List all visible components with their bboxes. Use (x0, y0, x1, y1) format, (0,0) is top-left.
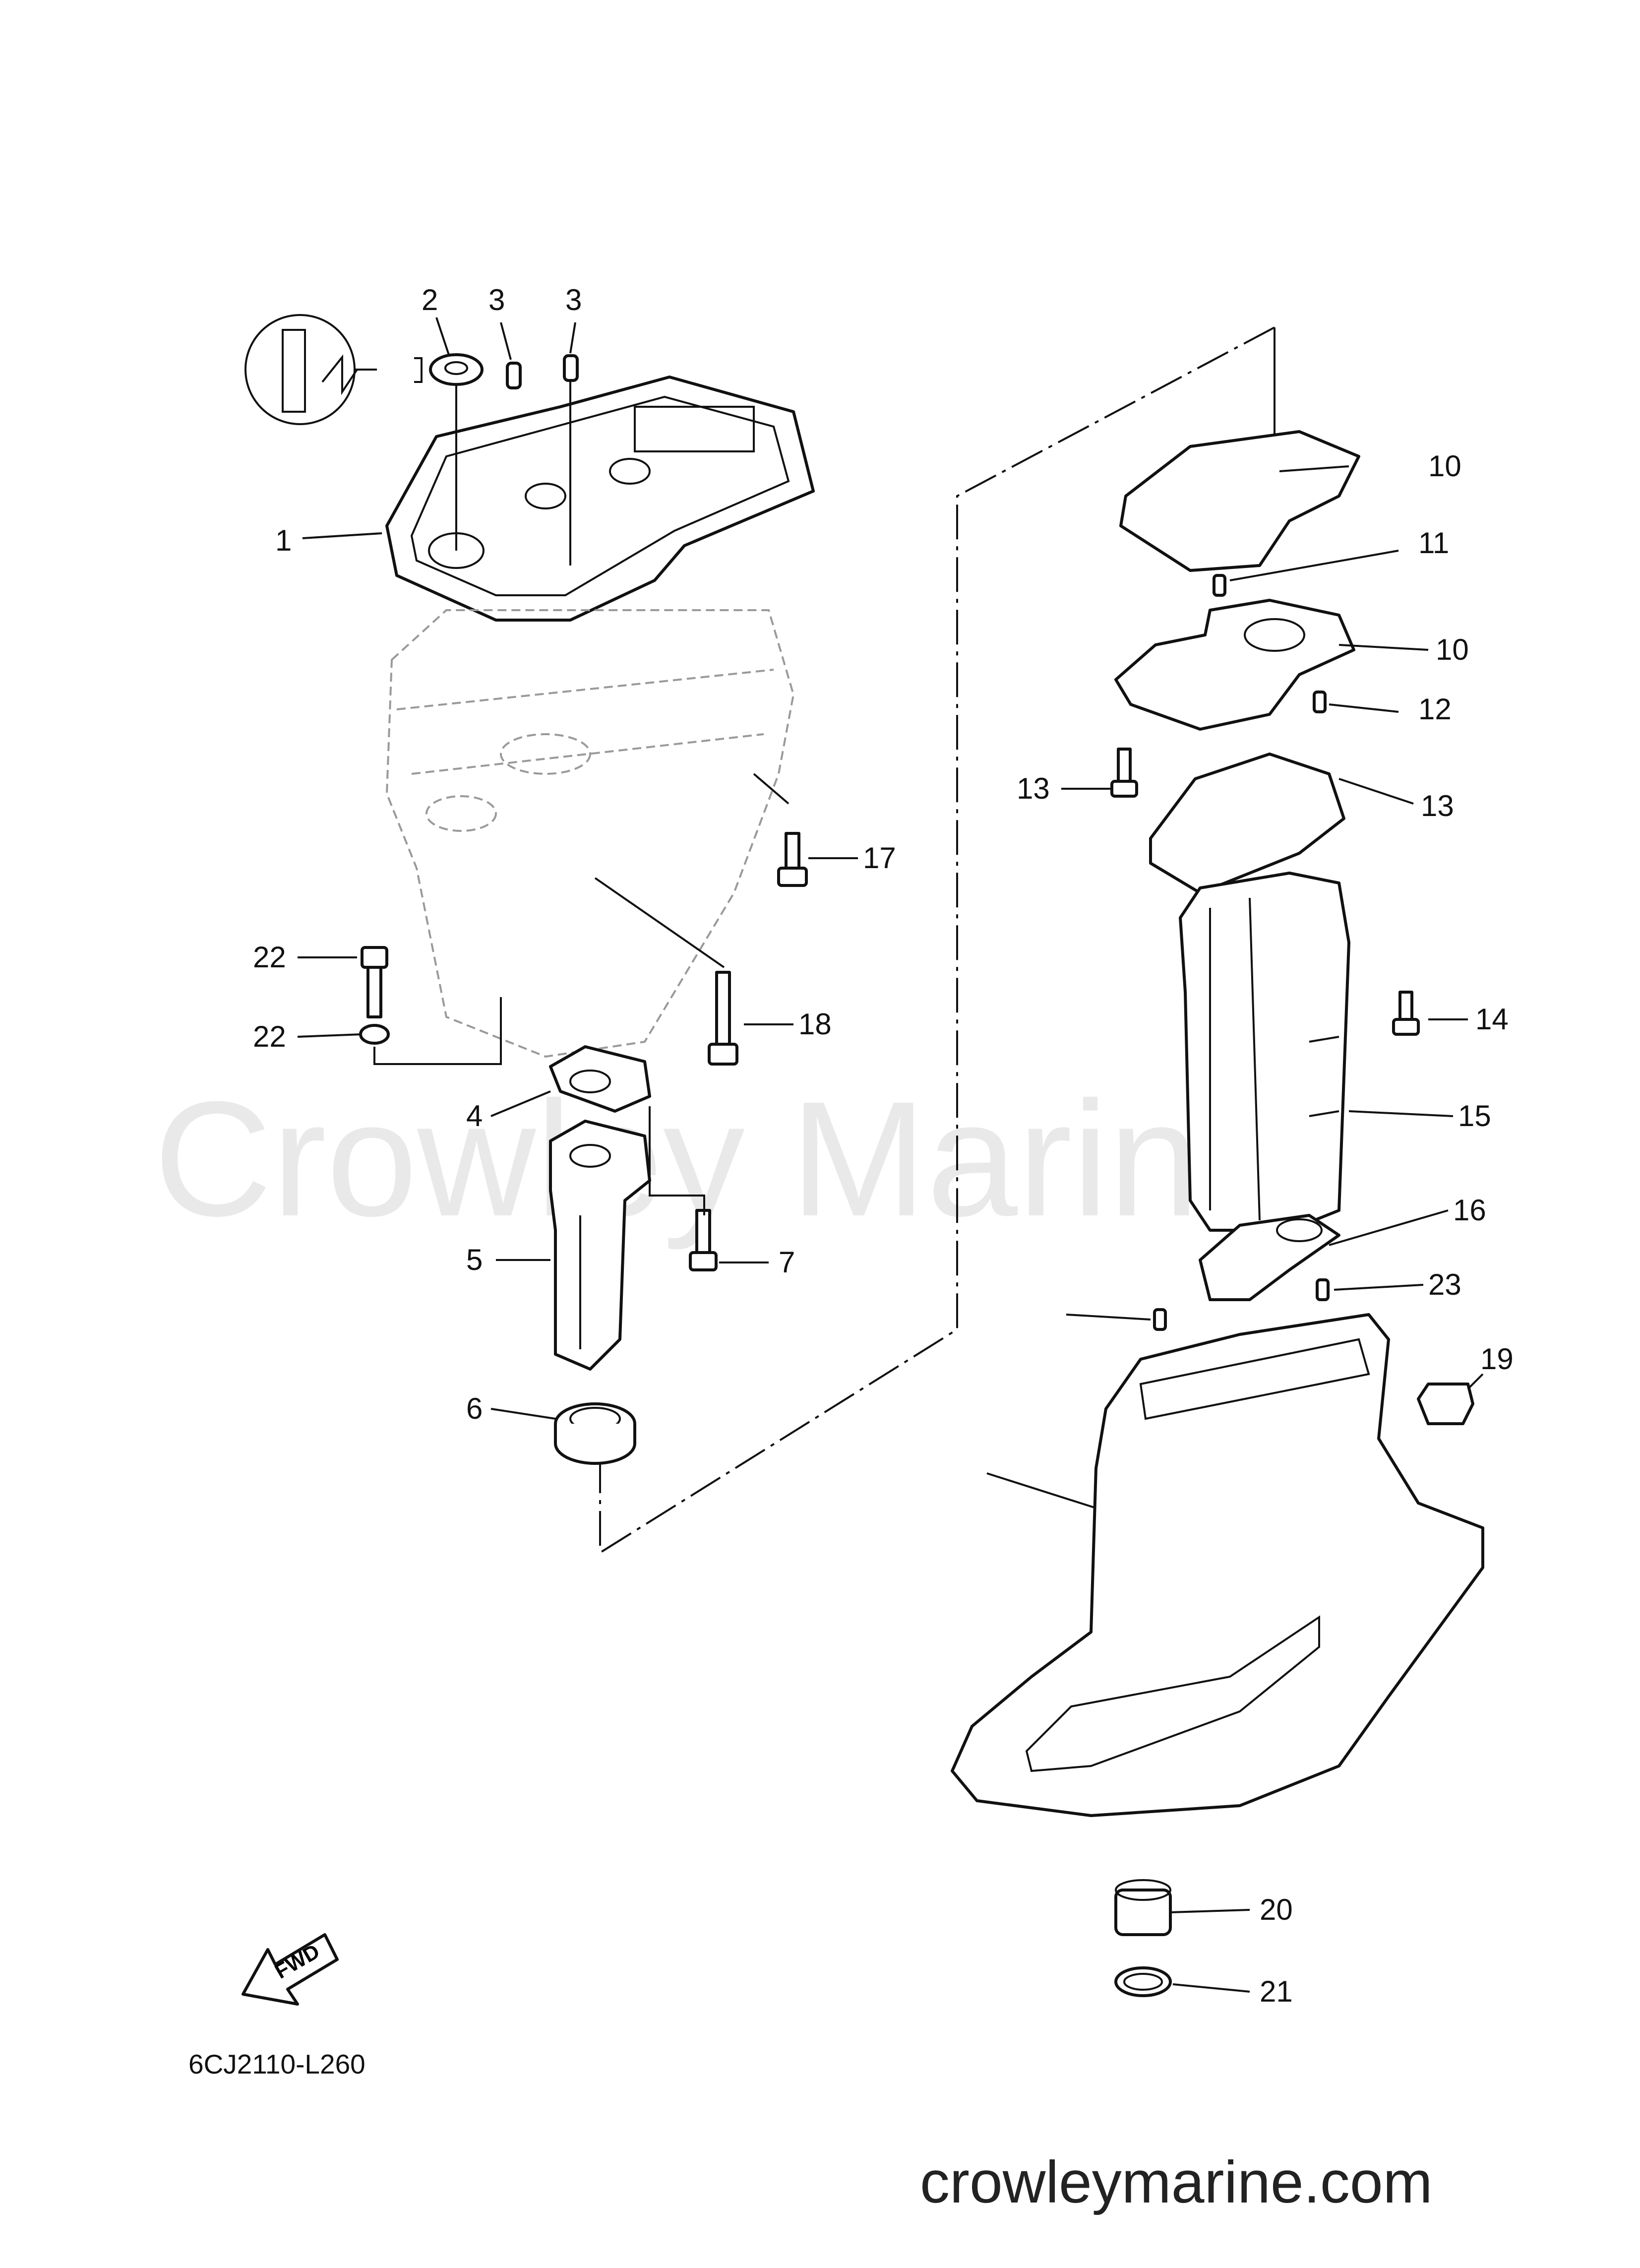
callout-14: 16 (1453, 1194, 1486, 1227)
callout-8: 10 (1428, 449, 1461, 483)
callout-18: 20 (1260, 1893, 1293, 1926)
callout-5: 5 (466, 1243, 483, 1276)
callout-22a: 23 (1428, 1268, 1461, 1301)
callout-11: 13 (1421, 789, 1454, 822)
callout-6: 6 (466, 1392, 483, 1425)
callout-20: 22 (253, 941, 286, 974)
part-1-upper-plate (385, 376, 815, 622)
part-18-impeller (1114, 1879, 1172, 1936)
callout-12: 15 (1458, 1099, 1491, 1133)
part-12-muffler (1179, 872, 1350, 1232)
part-16-bolt (594, 877, 738, 1066)
callouts: 2 3 3 1 10 11 10 12 13 13 17 22 14 18 22… (253, 283, 1514, 2008)
footer-url: crowleymarine.com (920, 2149, 1433, 2215)
part-17-clip (1417, 1383, 1474, 1425)
callout-13a: 13 (1017, 772, 1050, 805)
part-22-dowel-pins (1153, 1278, 1330, 1331)
part-6-seal (554, 1402, 636, 1465)
part-13-bolt-right (1392, 991, 1420, 1036)
fwd-arrow-icon: FWD (242, 1933, 339, 2006)
part-20-bolt (361, 946, 388, 1018)
part-10-dowel-pins (1213, 574, 1327, 713)
callout-3b: 3 (565, 283, 582, 316)
callout-15: 17 (863, 841, 896, 875)
callout-7: 7 (779, 1246, 795, 1279)
callout-10a: 11 (1418, 526, 1449, 560)
part-4-gasket (549, 1045, 651, 1113)
leader-lines (297, 317, 1484, 1993)
sealant-apply-icon (244, 314, 423, 425)
part-19-circlip (1114, 1966, 1172, 1997)
callout-17: 19 (1480, 1342, 1514, 1376)
callout-2: 2 (422, 283, 438, 316)
callout-16: 18 (798, 1008, 832, 1041)
part-9-plate (1114, 599, 1355, 731)
part-21-washer (359, 1024, 390, 1045)
part-7-bolt (689, 1209, 718, 1271)
part-23-upper-casing (951, 1313, 1484, 1817)
part-15-bolt (777, 832, 808, 887)
part-13-bolt-left (1110, 748, 1138, 798)
callout-21: 22 (253, 1020, 286, 1053)
callout-3a: 3 (488, 283, 505, 316)
callout-4: 4 (466, 1099, 483, 1133)
part-11-gasket (1149, 753, 1345, 894)
engine-reference-outline (385, 609, 795, 1058)
callout-19: 21 (1260, 1975, 1293, 2008)
part-3-dowel-pins (506, 354, 579, 389)
part-8-gasket (1119, 430, 1360, 572)
part-5-exhaust-guide (549, 1120, 651, 1371)
watermark-text: Crowley Marine (154, 1067, 1290, 1251)
part-2-seal (429, 353, 484, 386)
callout-9: 10 (1436, 633, 1469, 666)
callout-13b: 14 (1475, 1003, 1509, 1036)
callout-10b: 12 (1418, 693, 1452, 726)
drawing-code: 6CJ2110-L260 (188, 2049, 365, 2079)
callout-1: 1 (275, 524, 292, 557)
part-14-seal-plate (1199, 1214, 1340, 1301)
